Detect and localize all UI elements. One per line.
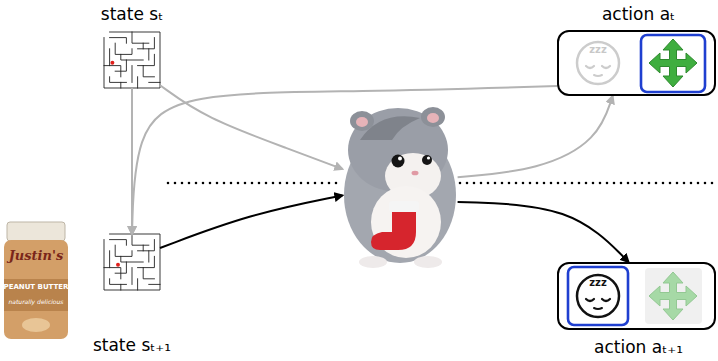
plush-hamster <box>398 157 402 161</box>
flow-arrow <box>160 85 342 169</box>
peanut-butter-jar <box>22 318 50 332</box>
plush-hamster <box>392 155 405 168</box>
plush-hamster <box>389 201 419 212</box>
move-icon-faded <box>645 268 702 324</box>
plush-hamster <box>344 107 456 268</box>
sleep-icon-faded <box>586 66 610 68</box>
node-label: action aₜ <box>549 3 718 25</box>
move-icon-faded <box>649 272 697 320</box>
peanut-butter-jar <box>7 222 65 241</box>
flow-arrow <box>131 88 133 234</box>
plush-hamster <box>412 171 419 176</box>
plush-hamster <box>371 186 441 258</box>
move-icon-faded <box>645 268 702 324</box>
plush-hamster <box>356 117 368 127</box>
maze-state: state sₜ₊₁ <box>104 234 160 290</box>
sleep-symbol: zzz <box>580 277 616 288</box>
plush-hamster <box>421 107 445 127</box>
plush-hamster <box>427 113 439 123</box>
sleep-icon-faded <box>577 42 619 84</box>
dotted-separator <box>168 182 342 185</box>
maze-state-t <box>104 32 160 88</box>
agent-plush <box>340 103 460 268</box>
flow-arrow <box>458 202 629 262</box>
plush-hamster <box>359 256 387 268</box>
sleep-icon-faded <box>594 75 602 76</box>
plush-hamster <box>422 155 432 165</box>
plush-hamster <box>427 156 430 159</box>
sleep-icon-selected <box>594 308 602 309</box>
jar-brand: Justin's <box>0 249 72 263</box>
plush-hamster <box>414 256 442 268</box>
sleep-icon-selected <box>568 267 628 325</box>
sleep-icon-faded <box>577 42 619 84</box>
sleep-icon-selected <box>577 275 619 317</box>
sleep-icon-selected <box>568 267 628 325</box>
node-label: action aₜ₊₁ <box>549 336 718 358</box>
node-label: state sₜ₊₁ <box>42 334 222 356</box>
jar-tagline: naturally delicious <box>0 299 72 306</box>
sleep-symbol: zzz <box>580 44 616 55</box>
flow-arrow <box>160 195 342 248</box>
jar-product: PEANUT BUTTER <box>0 284 72 292</box>
action-box: action aₜ <box>557 30 716 96</box>
maze-state-t <box>104 32 160 88</box>
maze-state-t1 <box>104 234 160 290</box>
flow-arrow <box>132 86 557 234</box>
peanut-butter-jar <box>4 222 68 339</box>
sleep-icon-selected <box>586 299 610 301</box>
plush-hamster <box>350 111 374 131</box>
maze-state-t <box>110 61 114 65</box>
maze-state: state sₜ <box>104 32 160 88</box>
move-icon-selected <box>641 35 705 92</box>
move-icon-selected <box>641 35 705 92</box>
node-label: state sₜ <box>42 3 222 25</box>
plush-hamster <box>371 208 416 250</box>
flow-arrow <box>458 96 613 177</box>
maze-state-t1 <box>104 234 160 290</box>
move-icon-selected <box>649 39 697 87</box>
action-box: action aₜ₊₁ <box>557 262 716 330</box>
dotted-separator <box>460 182 718 185</box>
maze-state-t1 <box>116 263 120 267</box>
